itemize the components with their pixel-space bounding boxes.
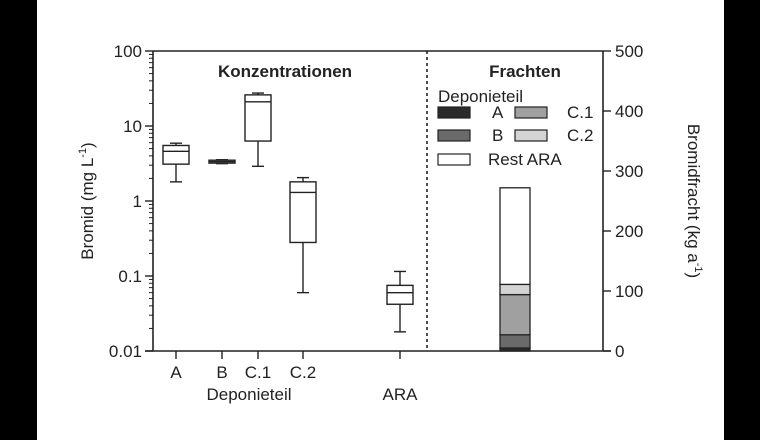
box-c1 (244, 92, 272, 168)
right-y-tick-label: 500 (615, 42, 643, 61)
left-y-tick-label: 0.1 (118, 267, 142, 286)
x-group-label: Deponieteil (206, 385, 291, 404)
x-tick-label: C.1 (245, 363, 271, 382)
panel-title-konzentrationen: Konzentrationen (218, 62, 352, 81)
stacked-bar (499, 187, 531, 352)
bar-segment-b (499, 334, 531, 349)
left-y-tick-label: 1 (133, 192, 142, 211)
bar-segment-rest-ara (499, 187, 531, 286)
legend-swatch (514, 106, 548, 119)
right-y-axis: 0 100 200 300 400 500 (603, 42, 643, 361)
legend-label: B (492, 126, 503, 145)
legend-label: C.1 (567, 103, 593, 122)
panel-title-frachten: Frachten (489, 62, 561, 81)
legend-swatch (437, 153, 471, 166)
x-tick-label: ARA (383, 385, 419, 404)
left-y-axis: 0.01 0.1 1 10 100 (109, 42, 153, 361)
plot-frame (145, 50, 611, 352)
legend-swatch (437, 129, 471, 142)
legend-swatch (437, 106, 471, 119)
left-y-tick-label: 100 (114, 42, 142, 61)
legend-title: Deponieteil (438, 87, 523, 106)
x-tick-label: A (170, 363, 182, 382)
right-y-tick-label: 100 (615, 282, 643, 301)
left-y-tick-label: 0.01 (109, 342, 142, 361)
x-tick-label: B (216, 363, 227, 382)
bar-segment-c-1 (499, 293, 531, 336)
legend-label: A (492, 103, 504, 122)
right-y-tick-label: 300 (615, 162, 643, 181)
right-y-tick-label: 0 (615, 342, 624, 361)
legend-label: Rest ARA (488, 150, 562, 169)
right-y-tick-label: 200 (615, 222, 643, 241)
legend-swatch (514, 129, 548, 142)
x-tick-label: C.2 (290, 363, 316, 382)
box-a (162, 142, 190, 183)
box-c2 (289, 176, 317, 294)
bar-segment-c-2 (499, 283, 531, 296)
left-y-axis-label: Bromid (mg L-1) (77, 142, 97, 259)
right-y-tick-label: 400 (615, 102, 643, 121)
left-y-tick-label: 10 (123, 117, 142, 136)
legend-label: C.2 (567, 126, 593, 145)
box-b (208, 159, 236, 165)
box-ara (386, 270, 414, 333)
right-y-axis-label: Bromidfracht (kg a-1) (684, 124, 704, 278)
